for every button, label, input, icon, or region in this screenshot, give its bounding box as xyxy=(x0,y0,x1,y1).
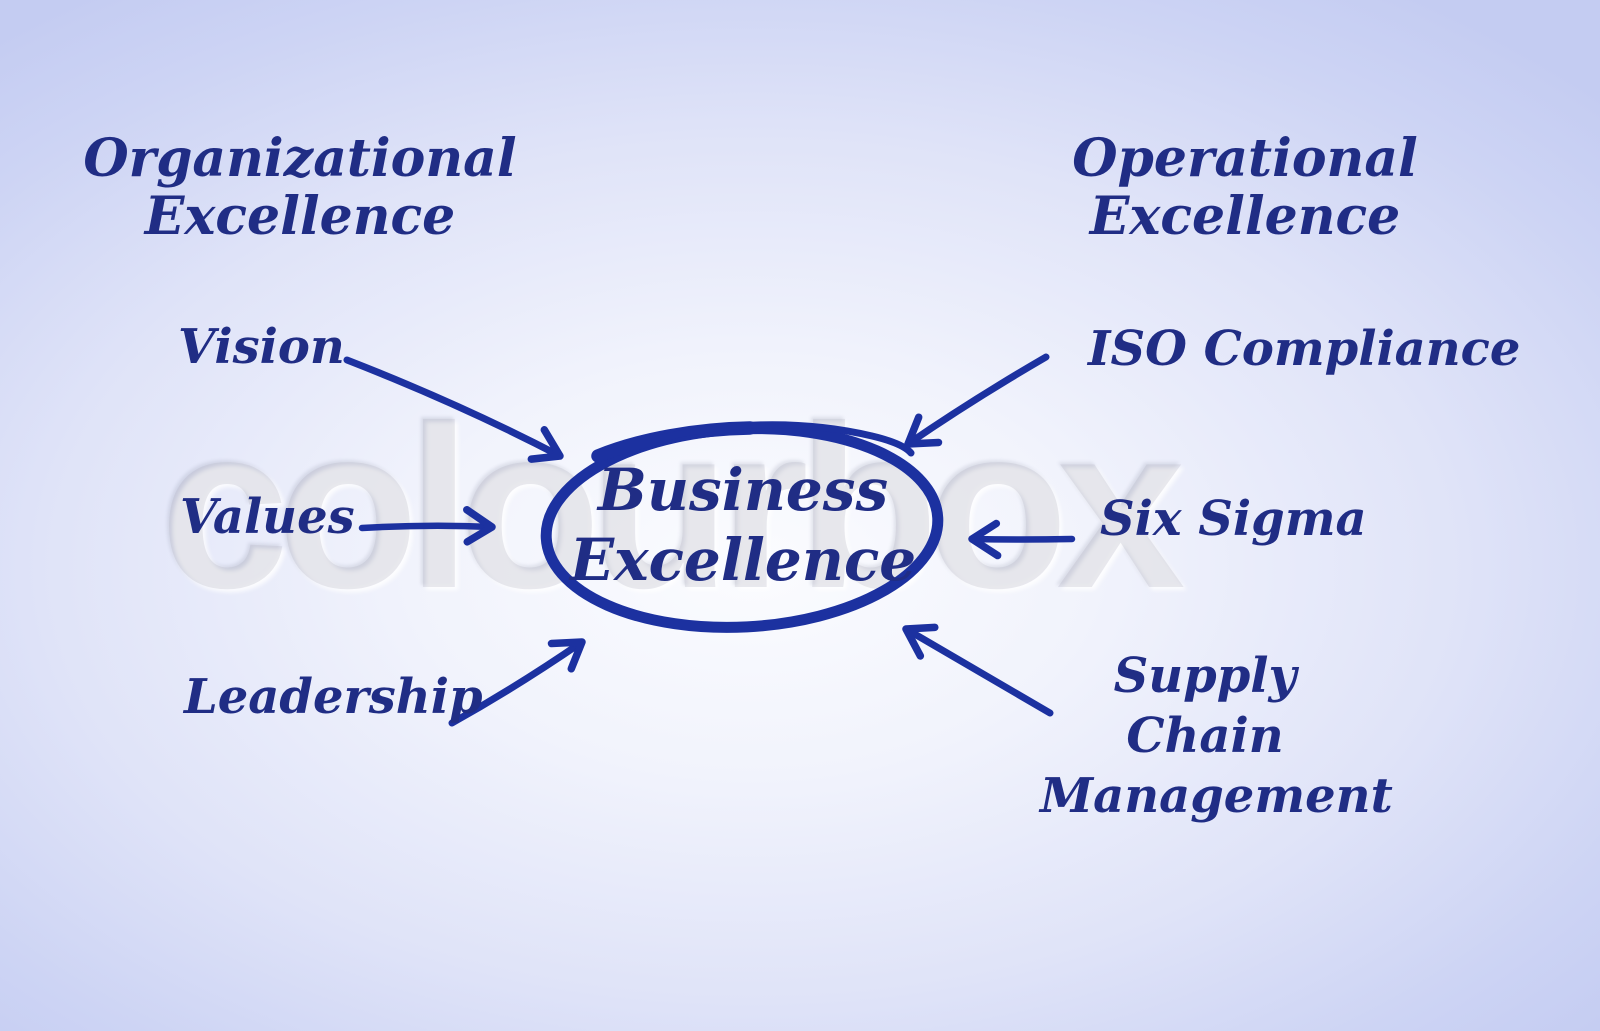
heading-operational-excellence: Operational Excellence xyxy=(1025,128,1465,248)
heading-operational-line1: Operational xyxy=(1072,128,1418,189)
arrow-values xyxy=(358,506,496,546)
heading-operational-line2: Excellence xyxy=(1089,186,1401,248)
label-values: Values xyxy=(180,489,355,545)
label-iso-compliance: ISO Compliance xyxy=(1088,321,1521,377)
arrow-iso-compliance xyxy=(904,353,1050,448)
label-leadership: Leadership xyxy=(184,669,483,725)
arrow-six-sigma xyxy=(968,519,1076,560)
center-node-business-excellence: Business Excellence xyxy=(550,456,936,595)
heading-organizational-line1: Organizational xyxy=(83,128,517,189)
label-supply-chain-management: Supply Chain Management xyxy=(1040,648,1393,824)
heading-organizational-line2: Excellence xyxy=(144,186,456,248)
label-vision: Vision xyxy=(178,319,345,375)
arrow-supply-chain xyxy=(902,623,1054,717)
heading-organizational-excellence: Organizational Excellence xyxy=(80,128,520,248)
arrow-leadership xyxy=(448,638,586,727)
label-six-sigma: Six Sigma xyxy=(1100,491,1367,547)
center-node-line2: Excellence xyxy=(569,525,917,594)
center-node-line1: Business xyxy=(597,456,889,524)
center-ellipse-tail-stroke xyxy=(651,421,915,457)
arrow-vision xyxy=(343,356,564,463)
